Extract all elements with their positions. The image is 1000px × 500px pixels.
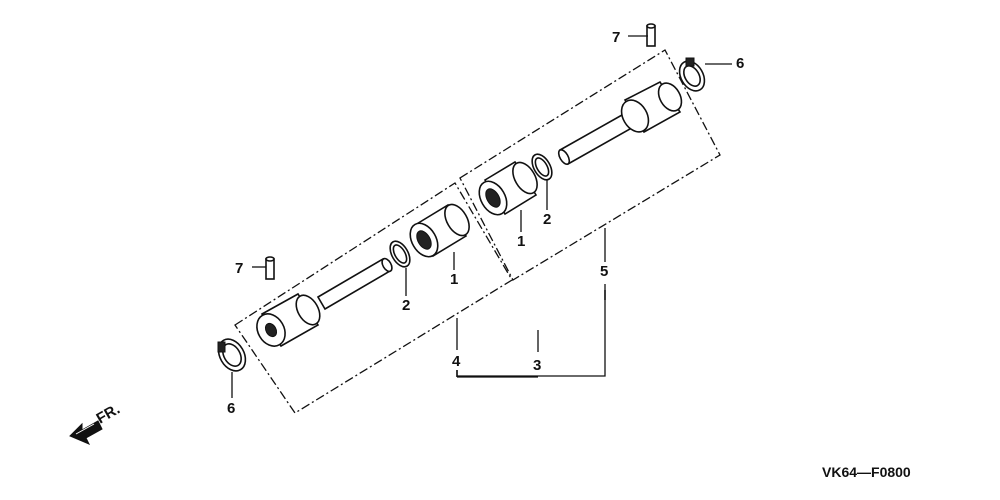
callout-6-top: 6 [736,55,744,72]
bracket-3 [456,290,606,377]
clamp-left [217,338,247,372]
shaft-upper [557,113,632,166]
callout-7-left: 7 [235,260,243,277]
o-ring-upper [531,153,553,181]
callout-5: 5 [600,263,608,280]
callout-2-upper: 2 [543,211,551,228]
boot-upper [478,160,538,216]
drawing-code: VK64—F0800 [822,464,911,480]
roll-pin-top [646,23,656,47]
o-ring-lower [389,240,411,268]
shaft-lower [316,257,393,311]
callout-1-upper: 1 [517,233,525,250]
callout-2-lower: 2 [402,297,410,314]
callout-3: 3 [533,357,541,374]
assembly-box-5 [459,49,721,281]
callout-7-top: 7 [612,29,620,46]
callout-6-left: 6 [227,400,235,417]
boot-lower [409,203,470,258]
roll-pin-left [265,256,275,280]
callout-1-lower: 1 [450,271,458,288]
front-arrow-icon [69,420,103,445]
yoke-lower [256,292,321,348]
clamp-top [678,57,706,92]
callout-4: 4 [452,353,461,370]
assembly-box-4 [234,182,513,414]
yoke-upper [620,80,683,134]
